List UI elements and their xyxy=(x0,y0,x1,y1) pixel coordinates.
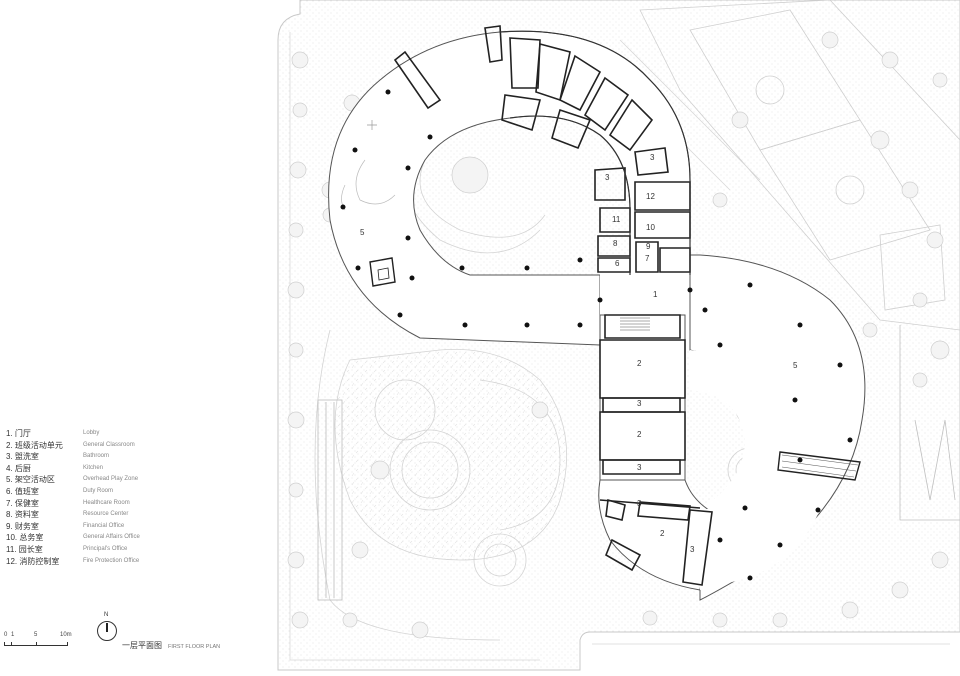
scale-label: 5 xyxy=(34,632,38,638)
room-number: 3 xyxy=(650,153,655,162)
stairs xyxy=(620,317,861,481)
room-number: 3 xyxy=(605,173,610,182)
upper-wing-facade xyxy=(499,30,691,275)
room-number: 2 xyxy=(637,430,642,439)
room-number: 6 xyxy=(615,259,620,268)
room-number: 3 xyxy=(637,499,642,508)
scale-label: 1 xyxy=(11,632,15,638)
legend-item: 10. 总务室 General Affairs Office xyxy=(6,532,206,544)
room-number: 10 xyxy=(646,223,655,232)
legend-item: 2. 班级活动单元 General Classroom xyxy=(6,440,206,452)
legend-en: Lobby xyxy=(83,430,100,436)
room-number: 12 xyxy=(646,192,655,201)
room-number: 11 xyxy=(612,215,621,224)
room-number: 5 xyxy=(360,228,365,237)
legend-cn: 7. 保健室 xyxy=(6,498,39,508)
legend-cn: 1. 门厅 xyxy=(6,429,31,438)
room-number-labels: 1 2 2 2 3 3 3 3 3 3 5 5 6 7 8 9 10 11 12 xyxy=(360,153,798,554)
north-label: N xyxy=(104,612,109,618)
legend-cn: 9. 财务室 xyxy=(6,521,39,531)
legend-item: 11. 园长室 Principal's Office xyxy=(6,544,206,556)
east-structures xyxy=(899,325,960,521)
room-number: 3 xyxy=(637,463,642,472)
legend-en: Bathroom xyxy=(83,453,110,460)
legend-cn: 11. 园长室 xyxy=(6,544,43,554)
trees xyxy=(287,31,950,639)
legend-en: Principal's Office xyxy=(83,545,128,552)
room-number: 5 xyxy=(793,361,798,370)
legend-cn: 4. 后厨 xyxy=(6,463,31,473)
legend-cn: 8. 资料室 xyxy=(6,510,39,520)
legend-item: 8. 资料室 Resource Center xyxy=(6,509,206,521)
room-number: 9 xyxy=(646,242,651,251)
legend-cn: 6. 值班室 xyxy=(6,486,39,496)
legend-item: 9. 财务室 Financial Office xyxy=(6,521,206,533)
legend-en: Resource Center xyxy=(83,511,129,518)
legend-item: 4. 后厨 Kitchen xyxy=(6,463,206,475)
legend-item: 3. 盥洗室 Bathroom xyxy=(6,451,206,463)
room-number: 3 xyxy=(690,545,695,554)
room-number: 7 xyxy=(645,254,650,263)
legend-cn: 2. 班级活动单元 xyxy=(6,440,63,450)
scale-label: 0 xyxy=(4,632,8,638)
legend-en: Healthcare Room xyxy=(83,499,130,506)
legend-en: Overhead Play Zone xyxy=(83,476,139,483)
play-pavilion xyxy=(369,257,396,287)
legend-item: 1. 门厅 Lobby xyxy=(6,428,206,440)
plan-title-cn: 一层平面图 xyxy=(122,641,162,650)
legend-en: Fire Protection Office xyxy=(83,557,140,564)
legend-item: 7. 保健室 Healthcare Room xyxy=(6,498,206,510)
north-arrow: N xyxy=(96,612,122,648)
scale-tick xyxy=(11,642,12,646)
legend-item: 12. 消防控制室 Fire Protection Office xyxy=(6,556,206,568)
north-needle-icon xyxy=(106,623,108,632)
legend-en: Financial Office xyxy=(83,522,125,529)
legend-cn: 10. 总务室 xyxy=(6,533,44,543)
building-footprint xyxy=(328,30,866,601)
columns xyxy=(340,89,853,581)
garden-strip xyxy=(317,399,343,601)
legend-en: Duty Room xyxy=(83,487,114,494)
plan-title-en: FIRST FLOOR PLAN xyxy=(168,644,221,650)
room-number: 8 xyxy=(613,239,618,248)
legend-en: Kitchen xyxy=(83,464,104,471)
legend-cn: 3. 盥洗室 xyxy=(6,452,39,462)
plan-title: 一层平面图 FIRST FLOOR PLAN xyxy=(122,640,220,651)
scale-tick xyxy=(36,642,37,646)
legend-item: 5. 架空活动区 Overhead Play Zone xyxy=(6,474,206,486)
legend-en: General Classroom xyxy=(83,441,135,448)
scale-bar: 0 1 5 10m xyxy=(4,632,74,652)
room-number: 1 xyxy=(653,290,658,299)
north-circle-icon xyxy=(97,621,117,641)
room-number: 2 xyxy=(660,529,665,538)
center-classroom-bar xyxy=(599,314,713,586)
legend-cn: 12. 消防控制室 xyxy=(6,556,60,566)
scale-label: 10m xyxy=(60,632,72,638)
legend-item: 6. 值班室 Duty Room xyxy=(6,486,206,498)
legend-cn: 5. 架空活动区 xyxy=(6,475,55,485)
room-number: 3 xyxy=(637,399,642,408)
legend-en: General Affairs Office xyxy=(83,534,140,541)
room-number: 2 xyxy=(637,359,642,368)
room-legend: 1. 门厅 Lobby 2. 班级活动单元 General Classroom 3.… xyxy=(6,428,206,567)
